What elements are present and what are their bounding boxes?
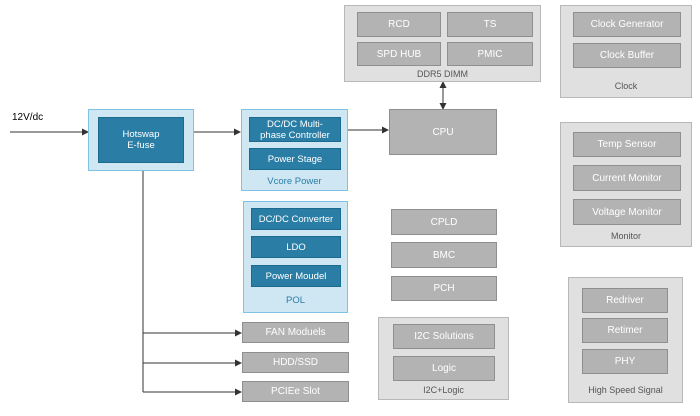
- temp-sensor-box: Temp Sensor: [573, 132, 681, 157]
- current-monitor-box: Current Monitor: [573, 165, 681, 191]
- hdd-ssd-box: HDD/SSD: [242, 352, 349, 373]
- pol-label: POL: [285, 295, 305, 306]
- multiphase-controller-box: DC/DC Multi- phase Controller: [249, 117, 341, 142]
- hotswap-efuse-box: Hotswap E-fuse: [98, 117, 184, 163]
- voltage-monitor-box: Voltage Monitor: [573, 199, 681, 225]
- clock-label: Clock: [614, 81, 638, 91]
- phy-box: PHY: [582, 349, 668, 374]
- i2c-logic-label: I2C+Logic: [423, 385, 464, 395]
- ddr5-dimm-group: RCD TS SPD HUB PMIC DDR5 DIMM: [344, 5, 541, 82]
- monitor-group: Temp Sensor Current Monitor Voltage Moni…: [560, 122, 692, 247]
- dcdc-converter-box: DC/DC Converter: [251, 208, 341, 230]
- high-speed-signal-group: Redriver Retimer PHY High Speed Signal: [568, 277, 683, 403]
- pol-group: DC/DC Converter LDO Power Moudel POL: [243, 201, 348, 313]
- i2c-solutions-box: I2C Solutions: [393, 324, 495, 349]
- spd-hub-box: SPD HUB: [357, 42, 441, 66]
- high-speed-signal-label: High Speed Signal: [588, 385, 663, 395]
- pch-box: PCH: [391, 276, 497, 301]
- ldo-box: LDO: [251, 236, 341, 258]
- vcore-power-group: DC/DC Multi- phase Controller Power Stag…: [241, 109, 348, 191]
- power-stage-box: Power Stage: [249, 148, 341, 170]
- rcd-box: RCD: [357, 12, 441, 37]
- cpu-box: CPU: [389, 109, 497, 155]
- retimer-box: Retimer: [582, 318, 668, 343]
- fan-modules-box: FAN Moduels: [242, 322, 349, 343]
- vcore-power-label: Vcore Power: [267, 176, 322, 187]
- ts-box: TS: [447, 12, 533, 37]
- clock-generator-box: Clock Generator: [573, 12, 681, 37]
- ddr5-dimm-label: DDR5 DIMM: [417, 69, 468, 79]
- clock-buffer-box: Clock Buffer: [573, 43, 681, 68]
- redriver-box: Redriver: [582, 288, 668, 313]
- pmic-box: PMIC: [447, 42, 533, 66]
- monitor-label: Monitor: [610, 231, 641, 241]
- power-module-box: Power Moudel: [251, 265, 341, 287]
- input-voltage-label: 12V/dc: [12, 112, 44, 123]
- hotswap-group: Hotswap E-fuse: [88, 109, 194, 171]
- clock-group: Clock Generator Clock Buffer Clock: [560, 5, 692, 98]
- bmc-box: BMC: [391, 242, 497, 268]
- pcie-slot-box: PCIEe Slot: [242, 381, 349, 402]
- cpld-box: CPLD: [391, 209, 497, 235]
- logic-box: Logic: [393, 356, 495, 381]
- i2c-logic-group: I2C Solutions Logic I2C+Logic: [378, 317, 509, 400]
